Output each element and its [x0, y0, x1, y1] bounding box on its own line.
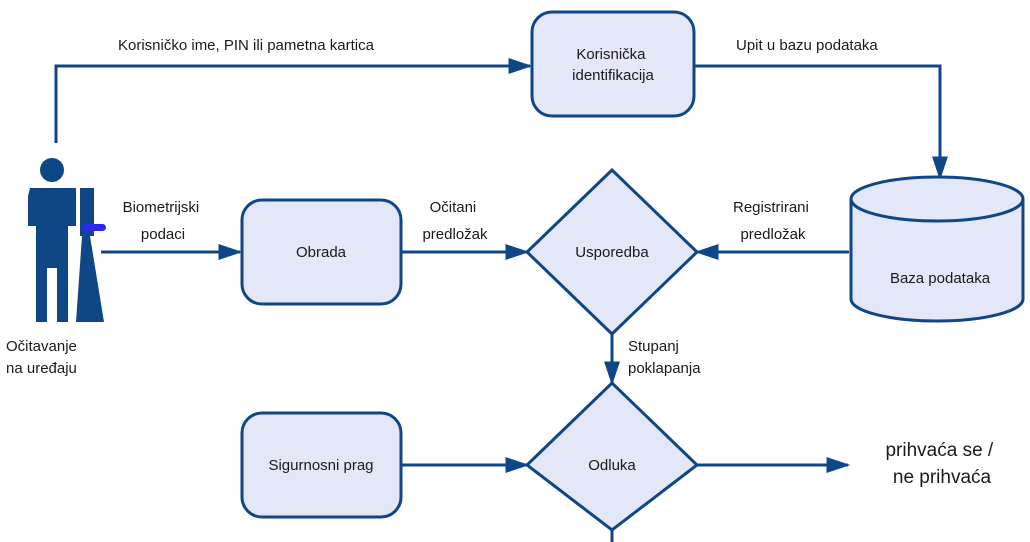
output-label-line2: ne prihvaća — [893, 467, 992, 488]
decision-node — [524, 380, 700, 532]
biometric-label-line1: Biometrijski — [123, 199, 200, 216]
threshold-label: Sigurnosni prag — [268, 457, 373, 474]
decision-label: Odluka — [588, 457, 636, 474]
match-degree-label-line2: poklapanja — [628, 360, 701, 377]
svg-text:Stupanj poklapanja: Stupanj poklapanja — [628, 338, 701, 377]
read-template-label-line1: Očitani — [430, 199, 477, 216]
identification-node — [530, 10, 696, 118]
registered-template-label-line1: Registrirani — [733, 199, 809, 216]
credentials-label: Korisničko ime, PIN ili pametna kartica — [118, 37, 375, 54]
db-query-flow-line — [694, 64, 948, 181]
device-reading-label-line2: na uređaju — [6, 360, 77, 377]
svg-text:Biometrijski podaci: Biometrijski podaci — [123, 199, 204, 243]
biometric-label-line2: podaci — [141, 226, 185, 243]
registered-template-label-line2: predložak — [740, 226, 806, 243]
processing-label: Obrada — [296, 244, 347, 261]
svg-text:prihvaća se / ne prihvaća: prihvaća se / ne prihvaća — [885, 440, 998, 488]
match-degree-label-line1: Stupanj — [628, 338, 679, 355]
read-template-label-line2: predložak — [422, 226, 488, 243]
svg-text:Očitavanje na uređaju: Očitavanje na uređaju — [6, 338, 81, 377]
svg-text:Korisnička identifikacija: Korisnička identifikacija — [572, 46, 654, 84]
database-label: Baza podataka — [890, 270, 991, 287]
svg-text:Očitani predložak: Očitani predložak — [422, 199, 488, 243]
identification-label-line2: identifikacija — [572, 67, 654, 84]
database-node — [849, 175, 1025, 323]
device-reading-label-line1: Očitavanje — [6, 338, 77, 355]
processing-node — [240, 198, 403, 306]
output-label-line1: prihvaća se / — [885, 440, 993, 461]
comparison-node — [524, 167, 700, 337]
threshold-node — [240, 411, 403, 519]
credentials-flow-line — [54, 58, 533, 143]
comparison-label: Usporedba — [575, 244, 649, 261]
user-at-sensor-icon — [28, 158, 106, 322]
db-query-label: Upit u bazu podataka — [736, 37, 878, 54]
svg-text:Registrirani predložak: Registrirani predložak — [733, 199, 813, 243]
identification-label-line1: Korisnička — [576, 46, 646, 63]
